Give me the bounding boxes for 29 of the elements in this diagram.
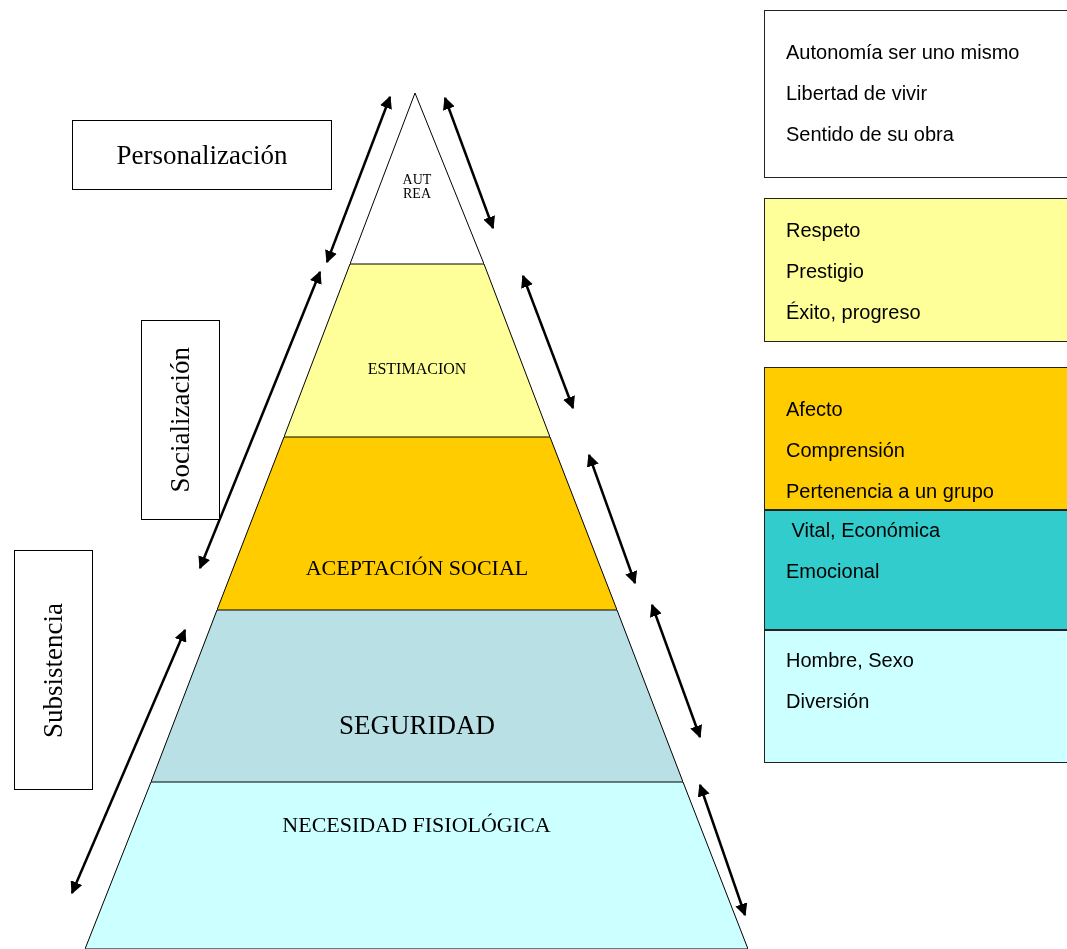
list-item: Autonomía ser uno mismo (786, 41, 1020, 64)
list-item: Vital, Económica (790, 519, 941, 542)
category-box (72, 120, 332, 190)
info-box (764, 630, 1067, 763)
info-box (764, 367, 1067, 510)
list-item: Libertad de vivir (786, 82, 928, 105)
list-item: Éxito, progreso (786, 301, 921, 324)
list-item: Hombre, Sexo (786, 649, 914, 672)
info-box (764, 510, 1067, 630)
list-item: Comprensión (786, 439, 905, 462)
list-item: Diversión (786, 690, 870, 713)
list-item: Sentido de su obra (786, 123, 954, 146)
list-item: Prestigio (786, 260, 864, 283)
level-label: AUT REA (401, 173, 433, 201)
category-label: Subsistencia (38, 602, 69, 738)
category-box (14, 550, 93, 790)
category-label: Socialización (165, 347, 196, 493)
info-box (764, 10, 1067, 178)
level-label: ESTIMACION (367, 360, 467, 378)
category-label: Personalización (116, 139, 288, 171)
list-item: Respeto (786, 219, 861, 242)
level-label: SEGURIDAD (339, 710, 495, 741)
list-item: Afecto (786, 398, 843, 421)
list-item: Emocional (786, 560, 880, 583)
category-box (141, 320, 220, 520)
info-box (764, 198, 1067, 342)
level-label: ACEPTACIÓN SOCIAL (305, 555, 529, 581)
level-label: NECESIDAD FISIOLÓGICA (282, 812, 551, 838)
list-item: Pertenencia a un grupo (786, 480, 994, 503)
